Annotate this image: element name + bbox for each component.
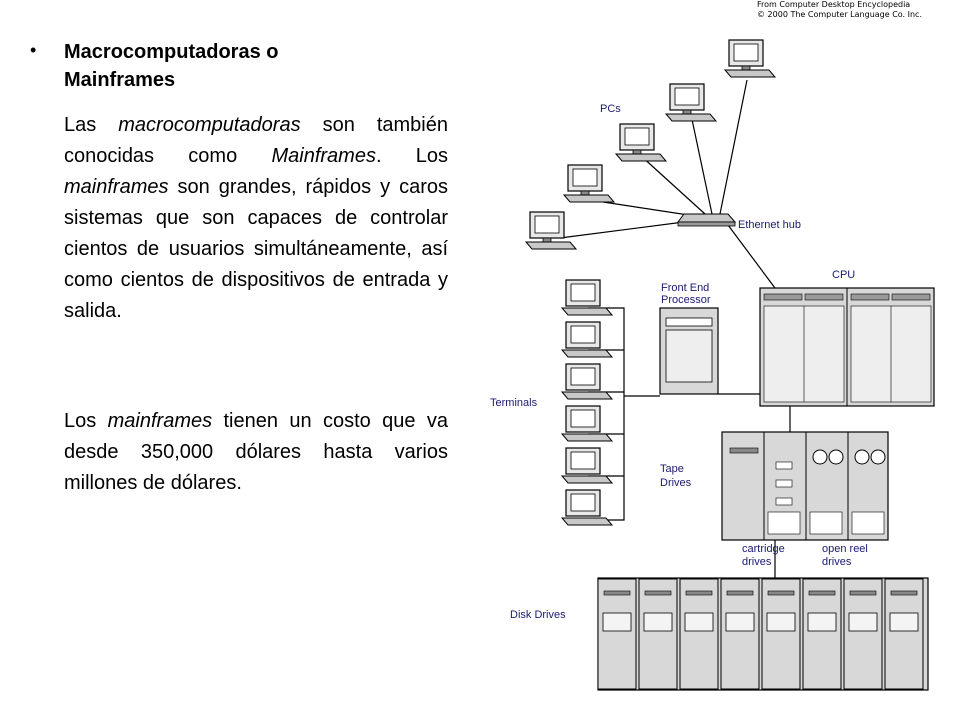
cpu-cabinet-icon [759,287,935,407]
terminal-icon [561,489,613,526]
pc-icon [615,123,667,162]
terminal-icon [561,363,613,400]
italic-term: Mainframes [271,145,376,167]
label-terminals: Terminals [490,397,538,409]
italic-term: mainframes [107,410,213,432]
terminal-icon [561,321,613,358]
disk-unit-icon [843,578,883,690]
label-pcs: PCs [600,103,621,115]
terminal-stack [561,279,613,526]
label-reel-1: open reel [822,543,868,555]
pc-workstations [525,39,776,250]
label-disk-drives: Disk Drives [510,609,566,621]
label-fep-2: Processor [661,294,711,306]
pc-icon [665,83,717,122]
pc-icon [525,211,577,250]
disk-unit-icon [720,578,760,690]
disk-unit-icon [638,578,678,690]
paragraph-text: Los [64,410,108,432]
paragraph-text: Las [64,114,119,136]
disk-unit-icon [884,578,924,690]
label-tape-2: Drives [660,477,692,489]
terminal-icon [561,279,613,316]
slide-title: Macrocomputadoras o Mainframes [64,41,279,91]
front-end-processor-icon [659,307,719,395]
tape-drives-icon [721,431,889,541]
paragraph-text: tienen un costo que va desde 350,000 dól… [64,410,448,494]
disk-unit-icon [802,578,842,690]
label-ethernet-hub: Ethernet hub [738,219,801,231]
paragraph-description: Las macrocomputadoras son también conoci… [64,110,448,327]
credit-line-1: From Computer Desktop Encyclopedia [757,0,911,9]
disk-unit-icon [761,578,801,690]
italic-term: macrocomputadoras [118,114,301,136]
pc-icon [563,164,615,203]
label-cpu: CPU [832,269,855,281]
italic-term: mainframes [64,176,169,198]
credit-line-2: © 2000 The Computer Language Co. Inc. [757,10,922,19]
terminal-icon [561,447,613,484]
label-fep-1: Front End [661,282,709,294]
label-tape-1: Tape [660,463,684,475]
label-reel-2: drives [822,556,852,568]
paragraph-text: son grandes, rápidos y caros sistemas qu… [64,176,448,322]
paragraph-cost: Los mainframes tienen un costo que va de… [64,406,448,499]
image-credit: From Computer Desktop Encyclopedia © 200… [757,0,922,20]
disk-drives-icon [597,577,929,691]
terminal-icon [561,405,613,442]
disk-unit-icon [679,578,719,690]
paragraph-text: son también conocidas como [64,114,448,167]
bullet-marker: • [30,40,37,60]
pc-icon [724,39,776,78]
ethernet-hub-icon [677,213,737,227]
paragraph-text: . Los [375,145,449,167]
label-cartridge-2: drives [742,556,772,568]
label-cartridge-1: cartridge [742,543,785,555]
disk-unit-icon [597,578,637,690]
